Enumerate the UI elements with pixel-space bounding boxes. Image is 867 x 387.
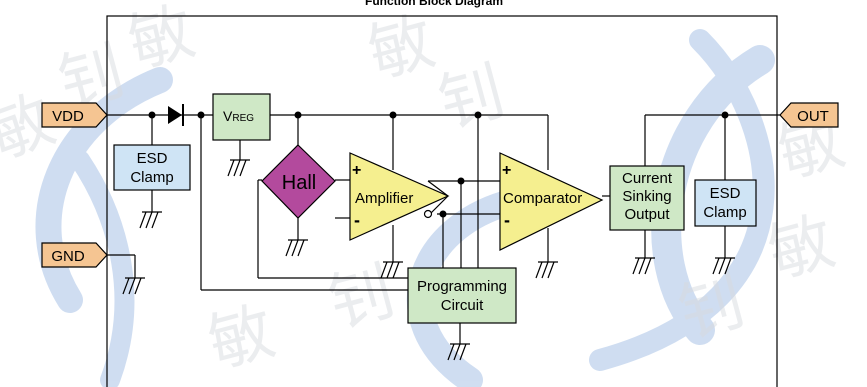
comp-plus-sign: + bbox=[502, 162, 511, 179]
amp-minus-sign: - bbox=[354, 210, 360, 230]
programming-line1: Programming bbox=[417, 278, 507, 295]
programming-line2: Circuit bbox=[441, 297, 484, 314]
comparator-block: + - Comparator bbox=[499, 152, 604, 251]
programming-circuit-block: Programming Circuit bbox=[407, 267, 517, 324]
vreg-main: V bbox=[223, 108, 233, 124]
vreg-label: VREG bbox=[223, 108, 254, 124]
svg-text:敏: 敏 bbox=[201, 294, 282, 382]
esd-clamp-left-line1: ESD bbox=[137, 150, 168, 167]
svg-text:敏: 敏 bbox=[761, 204, 842, 292]
ground-symbols bbox=[122, 159, 735, 361]
pin-gnd-label: GND bbox=[51, 248, 85, 265]
amplifier-block: + - Amplifier bbox=[349, 152, 450, 241]
inversion-bubble bbox=[423, 209, 433, 219]
diode-symbol bbox=[168, 104, 184, 126]
esd-clamp-right-line1: ESD bbox=[710, 185, 741, 202]
pin-vdd-label: VDD bbox=[52, 108, 84, 125]
svg-text:敏: 敏 bbox=[361, 4, 442, 92]
pin-out-label: OUT bbox=[797, 108, 829, 125]
current-sinking-line1: Current bbox=[622, 170, 673, 187]
svg-text:敏: 敏 bbox=[121, 0, 202, 83]
ic-boundary bbox=[106, 15, 778, 387]
wiring bbox=[107, 114, 780, 344]
amplifier-label: Amplifier bbox=[355, 190, 413, 207]
amp-plus-sign: + bbox=[352, 162, 361, 179]
esd-clamp-right-line2: Clamp bbox=[703, 204, 746, 221]
pin-gnd: GND bbox=[41, 242, 108, 268]
pin-out: OUT bbox=[779, 102, 839, 128]
current-sinking-line3: Output bbox=[624, 206, 670, 223]
vreg-sub: REG bbox=[232, 113, 254, 124]
svg-text:钊: 钊 bbox=[431, 54, 512, 142]
current-sinking-output-block: Current Sinking Output bbox=[609, 165, 685, 231]
comparator-label: Comparator bbox=[503, 190, 582, 207]
hall-sensor-block: Hall bbox=[261, 144, 336, 219]
diagram-title: Function Block Diagram bbox=[365, 0, 503, 8]
vreg-block: VREG bbox=[212, 93, 271, 141]
svg-text:钊: 钊 bbox=[321, 254, 402, 342]
comp-minus-sign: - bbox=[504, 210, 510, 230]
esd-clamp-left-block: ESD Clamp bbox=[113, 144, 191, 191]
esd-clamp-left-line2: Clamp bbox=[130, 169, 173, 186]
junction-dots bbox=[148, 111, 729, 218]
hall-label: Hall bbox=[282, 172, 316, 194]
current-sinking-line2: Sinking bbox=[622, 188, 671, 205]
esd-clamp-right-block: ESD Clamp bbox=[694, 179, 757, 227]
pin-vdd: VDD bbox=[41, 102, 108, 128]
